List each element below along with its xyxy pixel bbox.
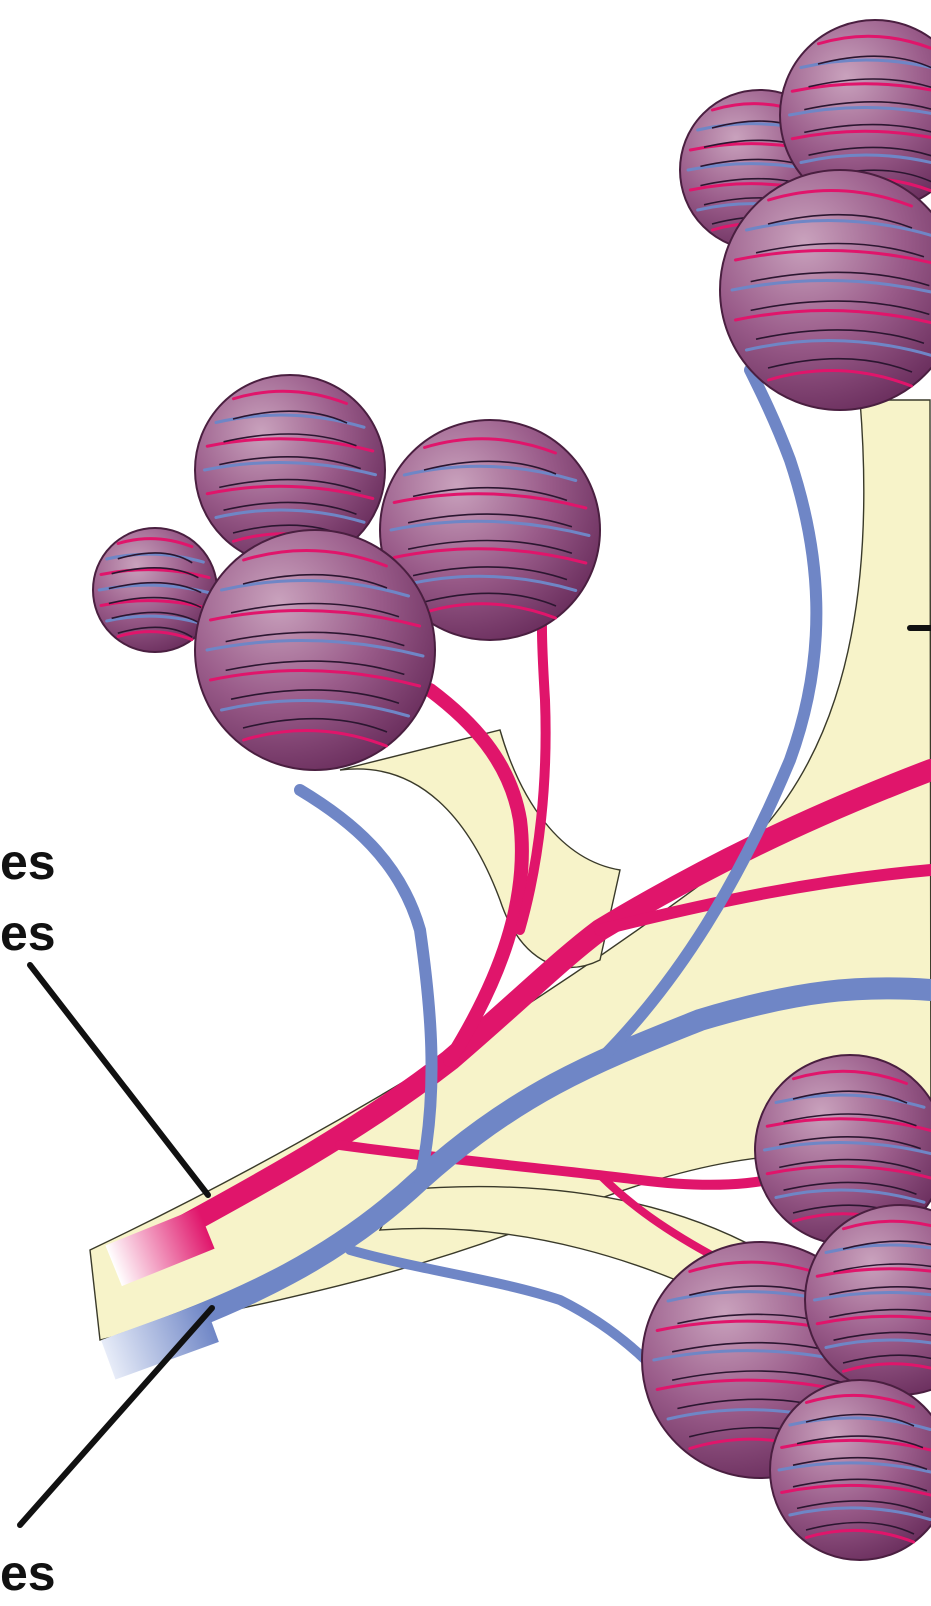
label-veins: es xyxy=(0,1548,56,1598)
label-arteries: es xyxy=(0,837,56,887)
leader-line-artery xyxy=(30,965,208,1195)
alveolar-sac-icon xyxy=(195,530,435,770)
label-capillaries: es xyxy=(0,908,56,958)
